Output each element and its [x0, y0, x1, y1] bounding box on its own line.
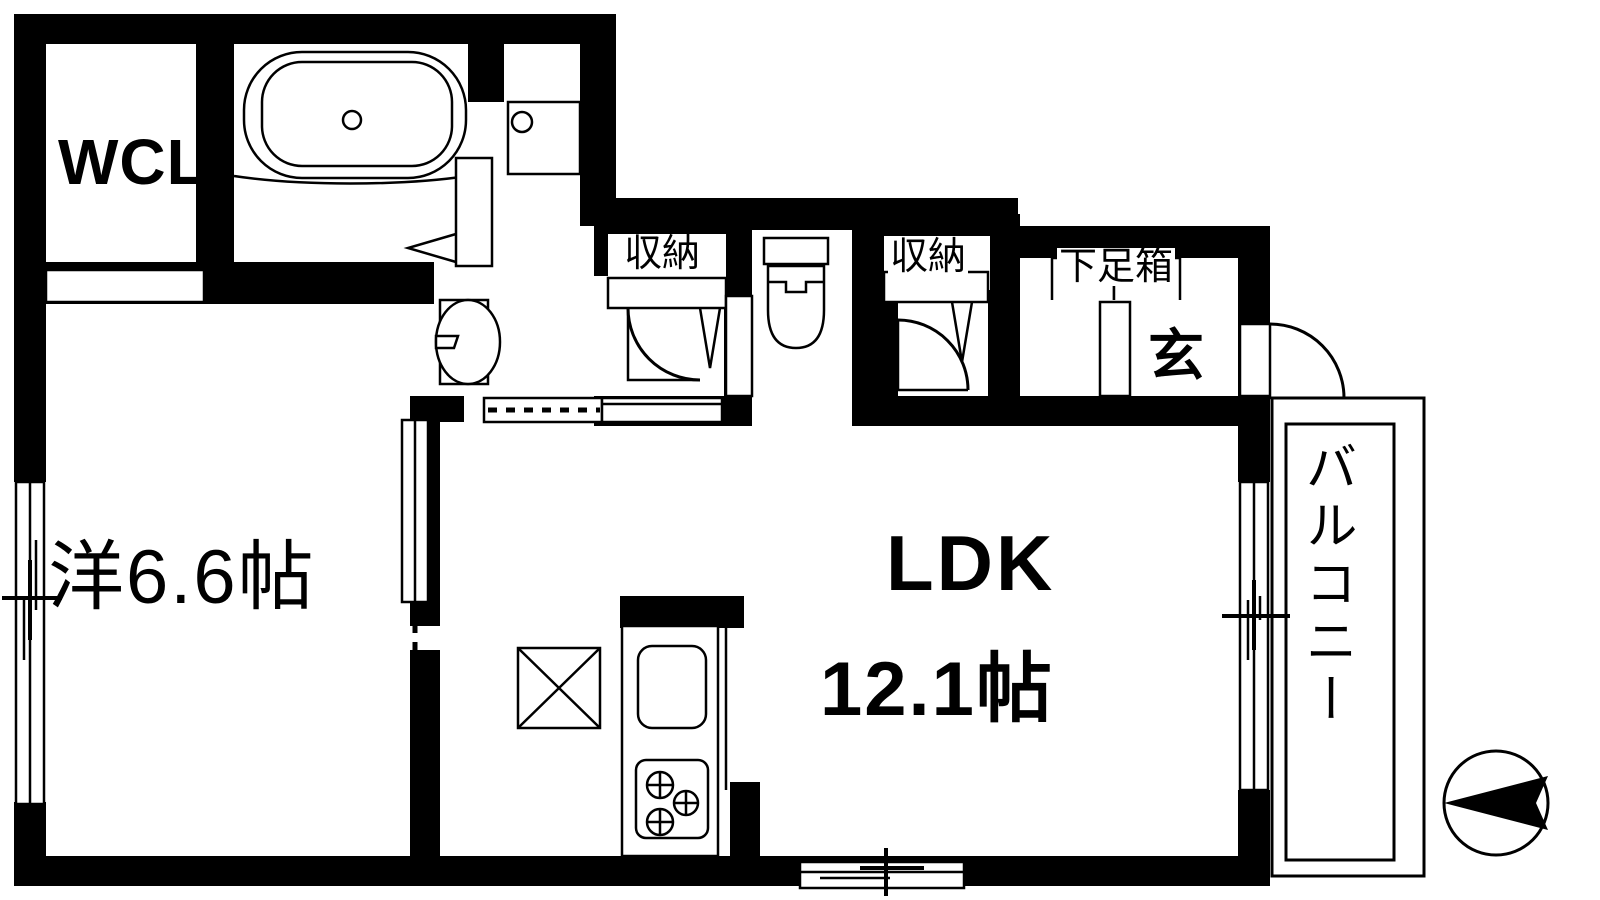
label-walk-in-closet: WCL [58, 126, 207, 198]
label-balcony: バルコニー [1297, 440, 1355, 730]
toilet-room [724, 230, 852, 398]
label-entrance: 玄 [1148, 324, 1204, 387]
refrigerator-space-icon [516, 646, 602, 730]
ldk-bottom-window[interactable] [798, 848, 966, 896]
balcony [1270, 396, 1426, 878]
bathroom [233, 44, 494, 268]
kitchen-counter [620, 596, 760, 858]
kitchen-sink-icon [636, 644, 708, 730]
balcony-sliding-door[interactable] [1222, 480, 1290, 792]
entrance-door[interactable] [1238, 322, 1346, 400]
storage-left-door-swing[interactable] [626, 307, 722, 382]
bathtub-icon [242, 50, 468, 180]
label-storage-right: 収納 [888, 236, 969, 278]
label-bedroom: 洋6.6帖 [48, 535, 316, 620]
bedroom-window[interactable] [2, 480, 62, 806]
bedroom-sliding-door[interactable] [400, 418, 430, 866]
washing-machine-pan-icon [504, 44, 582, 226]
label-ldk-area: 12.1帖 [820, 647, 1054, 732]
toilet-icon [762, 236, 830, 350]
entrance-genkan [1020, 300, 1238, 398]
storage-right-door-swing[interactable] [896, 301, 974, 392]
living-dining-kitchen [440, 426, 1290, 896]
label-ldk: LDK [886, 519, 1056, 607]
bedroom [2, 304, 430, 866]
label-storage-left: 収納 [622, 233, 703, 275]
washbasin-icon [434, 298, 502, 386]
walk-in-closet-outline [44, 44, 206, 304]
compass-rose [1442, 749, 1550, 857]
gas-stove-icon [634, 758, 710, 840]
label-shoe-box: 下足箱 [1057, 246, 1176, 288]
